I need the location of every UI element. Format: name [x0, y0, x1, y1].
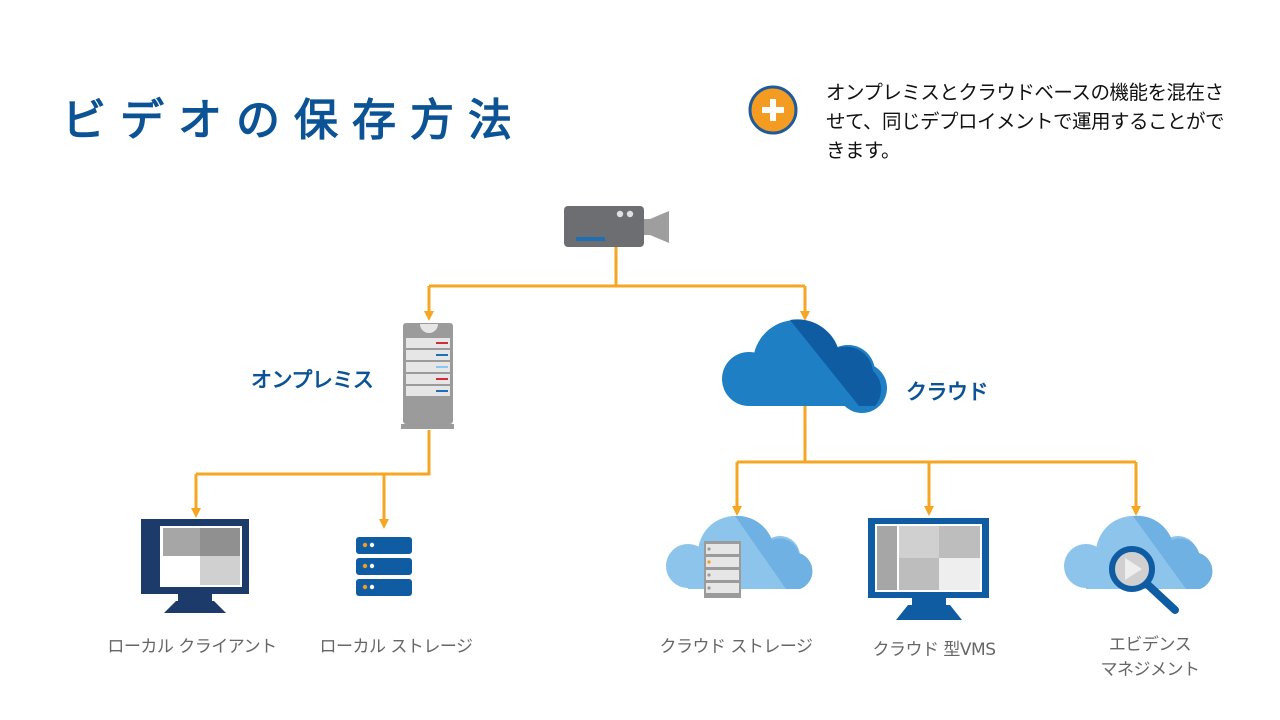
onprem-label: オンプレミス	[251, 368, 374, 392]
cloud-icon	[722, 319, 887, 413]
monitor-icon	[141, 519, 249, 613]
cloud-label: クラウド	[906, 380, 989, 404]
evidence-label-line2: マネジメント	[1100, 660, 1201, 680]
monitor-icon	[868, 518, 989, 620]
local-client-label: ローカル クライアント	[107, 637, 277, 657]
local-storage-label: ローカル ストレージ	[319, 637, 473, 657]
page-title: ビデオの保存方法	[62, 95, 526, 146]
plus-circle-icon	[748, 85, 798, 135]
cloud-vms-label: クラウド 型VMS	[872, 640, 997, 660]
server-stack-icon	[356, 537, 412, 596]
video-camera-icon	[564, 206, 669, 247]
evidence-label-line1: エビデンス	[1108, 635, 1192, 655]
callout-text: オンプレミスとクラウドベースの機能を混在させて、同じデプロイメントで運用すること…	[826, 81, 1225, 162]
evidence-management-label: エビデンス マネジメント	[1100, 633, 1201, 683]
cloud-search-icon	[1064, 515, 1213, 614]
connector-lines	[191, 246, 1141, 529]
cloud-storage-label: クラウド ストレージ	[659, 637, 813, 657]
server-tower-icon	[401, 323, 454, 429]
cloud-server-icon	[666, 515, 813, 598]
